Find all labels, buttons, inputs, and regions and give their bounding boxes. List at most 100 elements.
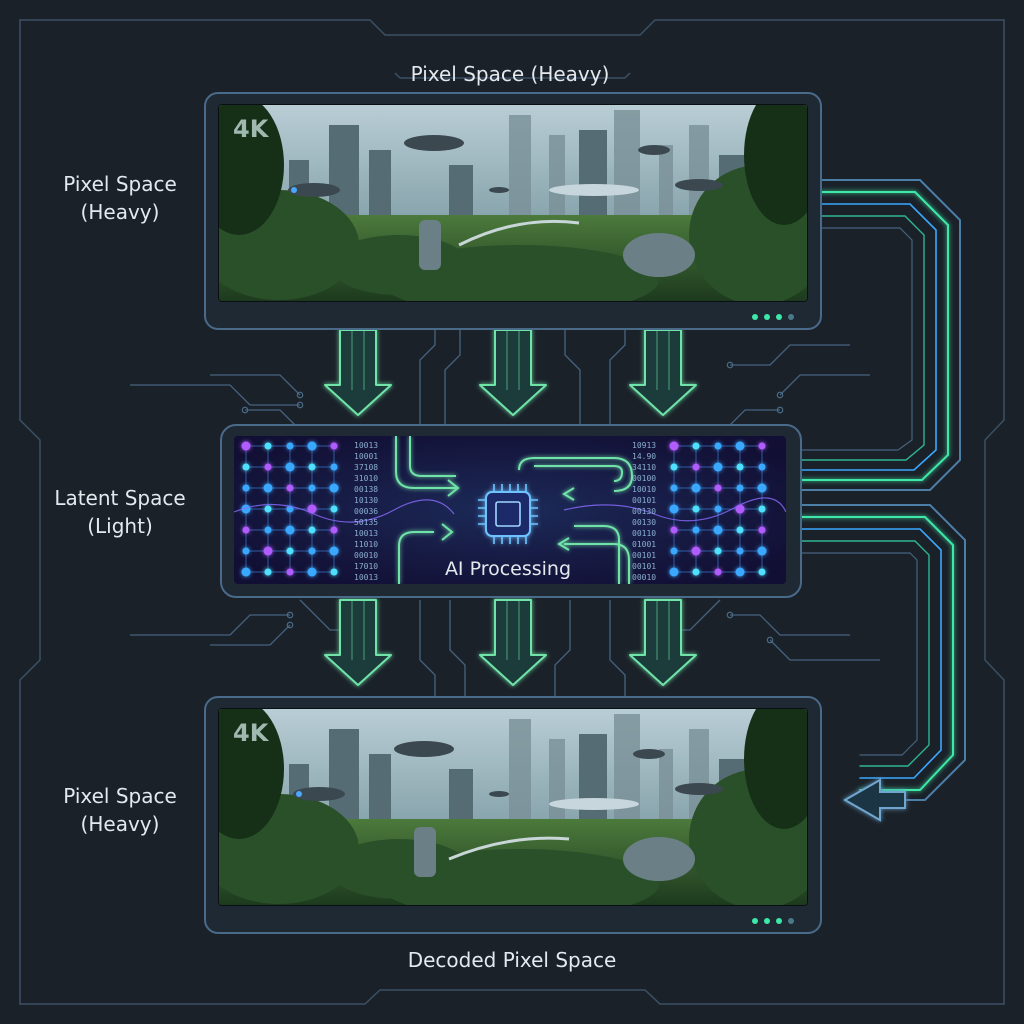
latent-node [713,525,723,535]
latent-node [308,484,316,492]
latent-codes-left: 10013 10001 37108 31010 00138 10130 0003… [354,441,379,582]
latent-node [736,547,744,555]
latent-node [264,505,272,513]
latent-node [757,483,767,493]
latent-node [669,567,679,577]
latent-node [242,547,250,555]
outer-frame [19,19,1005,1005]
bottom-4k-badge: 4K [233,719,269,747]
right-return-bus [789,504,966,801]
top-pixel-panel: 4K [204,92,822,330]
latent-node [307,504,317,514]
ai-processing-label: AI Processing [444,558,572,580]
down-arrows-bottom [324,599,697,686]
latent-node [714,484,722,492]
latent-node [714,442,722,450]
latent-node [329,546,339,556]
latent-node [735,504,745,514]
latent-node [669,504,679,514]
latent-visualization: 10013 10001 37108 31010 00138 10130 0003… [234,436,786,584]
latent-node [286,484,294,492]
latent-node [264,568,272,576]
latent-node [736,526,744,534]
latent-node [329,483,339,493]
latent-codes-right: 10913 14.90 34110 00100 10010 00101 0013… [632,441,657,582]
latent-node [691,483,701,493]
latent-node [735,441,745,451]
latent-node [758,442,766,450]
latent-node [670,547,678,555]
top-side-label: Pixel Space (Heavy) [63,172,177,224]
latent-node [330,568,338,576]
bottom-pixel-panel: 4K [204,696,822,934]
latent-node [286,442,294,450]
middle-side-label: Latent Space (Light) [54,486,186,538]
bottom-city-image: 4K [218,708,808,906]
latent-node [758,526,766,534]
latent-node [670,526,678,534]
latent-node [757,546,767,556]
latent-node [758,463,766,471]
latent-node [286,568,294,576]
return-arrow-icon [842,778,906,822]
latent-node [670,463,678,471]
bottom-status-lights [752,918,794,924]
status-light [752,918,758,924]
latent-node [736,463,744,471]
latent-node [670,484,678,492]
latent-node [735,567,745,577]
latent-node [330,505,338,513]
latent-node [285,462,295,472]
top-city-image: 4K [218,104,808,302]
status-light [788,314,794,320]
latent-node [330,442,338,450]
latent-node [714,547,722,555]
latent-node [286,505,294,513]
latent-node [285,525,295,535]
latent-node [691,546,701,556]
status-light [788,918,794,924]
latent-node [308,526,316,534]
latent-node [692,442,700,450]
latent-node [241,567,251,577]
latent-node [714,568,722,576]
latent-node [264,442,272,450]
latent-node [264,463,272,471]
latent-node [307,441,317,451]
latent-node [286,547,294,555]
down-arrows-top [324,329,697,416]
latent-node [241,504,251,514]
latent-node [264,526,272,534]
status-light [776,918,782,924]
right-circuit-bus [789,179,961,491]
latent-node [308,547,316,555]
status-light [764,918,770,924]
curved-arrow-icon [395,436,634,584]
bottom-caption: Decoded Pixel Space [407,948,617,972]
latent-node [241,441,251,451]
latent-node [307,567,317,577]
status-light [764,314,770,320]
latent-node [713,462,723,472]
top-heading: Pixel Space (Heavy) [410,62,610,86]
latent-node [242,463,250,471]
latent-node [758,505,766,513]
top-4k-badge: 4K [233,115,269,143]
latent-node [692,568,700,576]
latent-node [736,484,744,492]
status-light [752,314,758,320]
latent-node [692,505,700,513]
latent-node [308,463,316,471]
chip-icon [478,484,538,544]
latent-node [692,526,700,534]
latent-node [263,483,273,493]
latent-node [263,546,273,556]
latent-node [330,463,338,471]
left-node-grid [241,441,339,577]
latent-node [669,441,679,451]
latent-node [330,526,338,534]
latent-panel: 10013 10001 37108 31010 00138 10130 0003… [220,424,802,598]
latent-node [242,526,250,534]
latent-node [242,484,250,492]
